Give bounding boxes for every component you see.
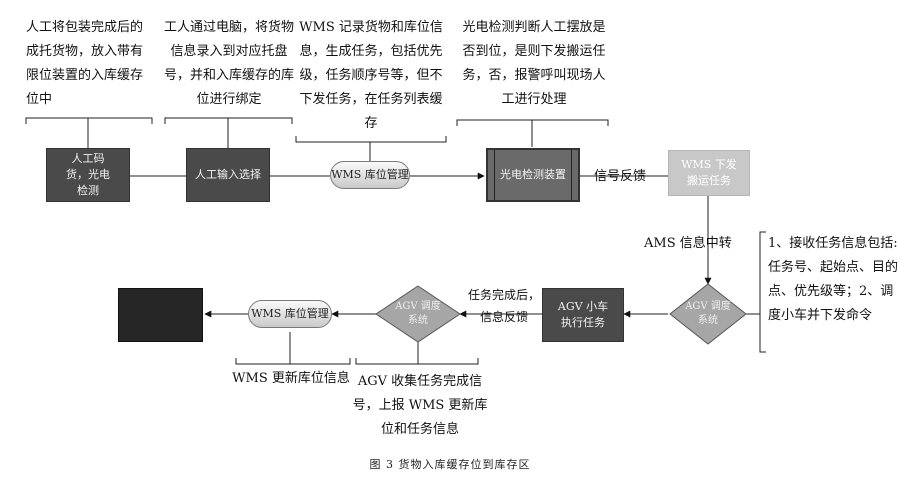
edge-signal-feedback: 信号反馈: [594, 169, 647, 184]
annotation-agv-report: AGV 收集任务完成信号，上报 WMS 更新库位和任务信息: [352, 374, 488, 437]
node-agv-dispatch-right: AGV 调度系统: [685, 301, 731, 326]
annotation-data-entry: 工人通过电脑，将货物信息录入到对应托盘号，并和入库缓存的库位进行绑定: [164, 20, 295, 107]
edge-task-feedback: 任务完成后，信息反馈: [467, 288, 540, 324]
node-wms-dispatch: WMS 下发搬运任务: [668, 150, 750, 196]
diamond-n6-shape: [669, 283, 747, 345]
bracket-1: [25, 117, 153, 124]
bracket-3: [295, 136, 447, 143]
node-storage-area: [118, 288, 203, 342]
node-agv-dispatch-left: AGV 调度系统: [395, 301, 441, 326]
diamond-n8-shape: [375, 285, 461, 343]
annotation-agv-dispatch: 1、接收任务信息包括:任务号、起始点、目的点、优先级等；2、调度小车并下发命令: [768, 236, 899, 323]
edge-ams-relay: AMS 信息中转: [644, 236, 732, 251]
node-photoelectric-device: 光电检测装置: [486, 148, 580, 202]
node-wms-location-top: WMS 库位管理: [330, 161, 410, 189]
annotation-photoelectric: 光电检测判断人工摆放是否到位，是则下发搬运任务，否，报警呼叫现场人工进行处理: [462, 20, 606, 107]
node-agv-execute: AGV 小车执行任务: [542, 288, 624, 342]
node-wms-location-bottom: WMS 库位管理: [248, 300, 332, 328]
bracket-5: [759, 231, 766, 353]
node-manual-palletize: 人工码货，光电检测: [46, 148, 130, 202]
bracket-6: [235, 358, 351, 365]
figure-caption: 图 3 货物入库缓存位到库存区: [369, 458, 531, 471]
annotation-wms-update: WMS 更新库位信息: [232, 371, 350, 386]
node-manual-input: 人工输入选择: [186, 148, 270, 202]
annotation-wms-record: WMS 记录货物和库位信息，生成任务，包括优先级，任务顺序号等，但不下发任务，在…: [299, 20, 443, 131]
annotation-manual-palletize: 人工将包装完成后的成托货物，放入带有限位装置的入库缓存位中: [26, 20, 144, 107]
bracket-7: [355, 358, 479, 365]
